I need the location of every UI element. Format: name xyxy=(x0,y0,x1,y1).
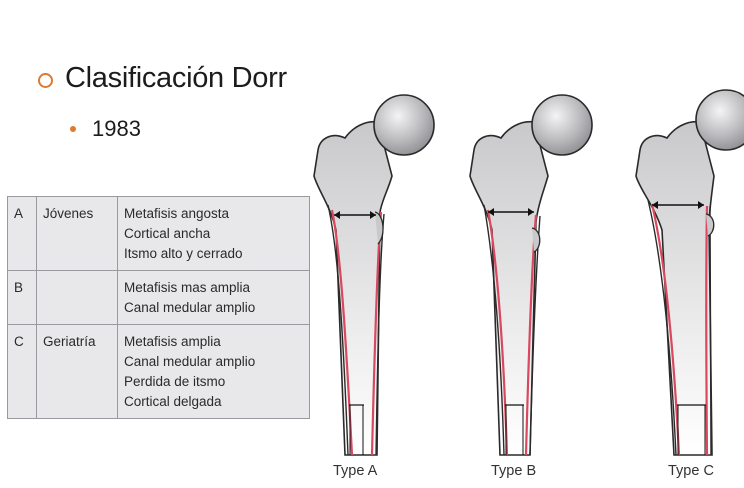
femur-type-b xyxy=(470,95,592,455)
slide-title: Clasificación Dorr xyxy=(65,62,287,95)
slide-heading: Clasificación Dorr xyxy=(38,62,287,95)
description-line: Canal medular amplio xyxy=(124,352,303,372)
type-cell: A xyxy=(8,197,37,271)
description-line: Itsmo alto y cerrado xyxy=(124,244,303,264)
description-line: Metafisis mas amplia xyxy=(124,278,303,298)
description-line: Canal medular amplio xyxy=(124,298,303,318)
femur-label-type-a: Type A xyxy=(333,463,377,479)
group-cell: Geriatría xyxy=(37,325,118,419)
femur-diagrams xyxy=(300,80,744,488)
sub-bullet: 1983 xyxy=(70,116,141,142)
description-line: Cortical delgada xyxy=(124,392,303,412)
dorr-classification-table: A Jóvenes Metafisis angosta Cortical anc… xyxy=(7,196,310,419)
classification-year: 1983 xyxy=(92,116,141,142)
femur-label-type-c: Type C xyxy=(668,463,714,479)
description-cell: Metafisis mas amplia Canal medular ampli… xyxy=(118,271,310,325)
type-cell: C xyxy=(8,325,37,419)
table-row: B Metafisis mas amplia Canal medular amp… xyxy=(8,271,310,325)
description-line: Metafisis amplia xyxy=(124,332,303,352)
table-row: C Geriatría Metafisis amplia Canal medul… xyxy=(8,325,310,419)
description-line: Metafisis angosta xyxy=(124,204,303,224)
table-row: A Jóvenes Metafisis angosta Cortical anc… xyxy=(8,197,310,271)
type-cell: B xyxy=(8,271,37,325)
description-line: Cortical ancha xyxy=(124,224,303,244)
femur-type-a xyxy=(314,95,434,455)
group-cell: Jóvenes xyxy=(37,197,118,271)
dot-bullet-icon xyxy=(70,126,76,132)
group-cell xyxy=(37,271,118,325)
femur-label-type-b: Type B xyxy=(491,463,536,479)
description-cell: Metafisis angosta Cortical ancha Itsmo a… xyxy=(118,197,310,271)
circle-bullet-icon xyxy=(38,73,53,88)
femur-type-c xyxy=(636,90,744,455)
description-line: Perdida de itsmo xyxy=(124,372,303,392)
description-cell: Metafisis amplia Canal medular amplio Pe… xyxy=(118,325,310,419)
